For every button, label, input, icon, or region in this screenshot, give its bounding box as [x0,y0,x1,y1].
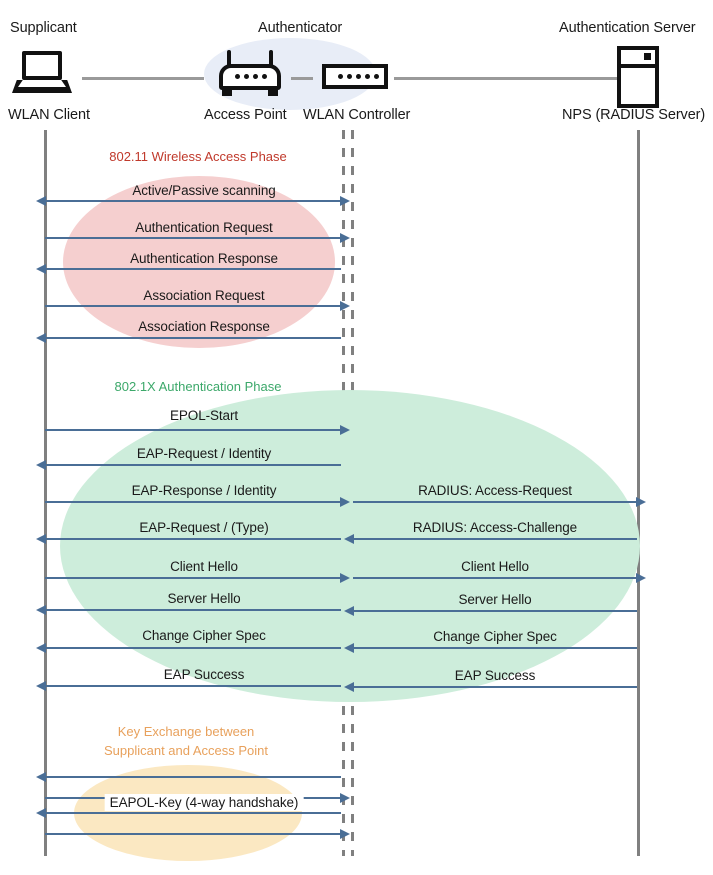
phase-ellipse-80211 [63,176,335,348]
message-arrow-right [45,829,350,839]
phase-ellipse-8021x [60,390,640,702]
message-label: EAP Success [163,667,245,682]
actor-device-wlan-controller: WLAN Controller [303,107,411,123]
actor-role-authentication-server: Authentication Server [559,20,696,36]
message-label: EPOL-Start [169,408,239,423]
message-arrow-left [36,808,341,818]
message-arrow-right [45,573,350,583]
phase-label-8021x: 802.1X Authentication Phase [114,379,282,394]
lifeline-auth-server [637,130,640,856]
phase-label-key-exchange-line1: Key Exchange between [117,724,255,739]
message-label: Authentication Response [130,251,278,266]
message-label: Authentication Request [135,220,273,235]
message-label: Client Hello [170,559,238,574]
lifeline-supplicant [44,130,47,856]
message-arrow-left [344,643,637,653]
message-label: EAP Success [454,668,536,683]
message-label: EAP-Request / (Type) [139,520,269,535]
message-label: Client Hello [461,559,529,574]
message-arrow-left [36,605,341,615]
actor-device-access-point: Access Point [204,107,287,123]
message-arrow-left [36,534,341,544]
message-arrow-right [45,233,350,243]
message-arrow-right [45,425,350,435]
message-arrow-left [36,772,341,782]
message-arrow-right [45,301,350,311]
message-label: Active/Passive scanning [132,183,276,198]
message-arrow-left [36,643,341,653]
message-label: EAP-Response / Identity [131,483,277,498]
message-label: EAP-Request / Identity [136,446,272,461]
message-label: Change Cipher Spec [142,628,266,643]
message-label: Server Hello [167,591,241,606]
message-arrow-left [344,682,637,692]
message-arrow-right [45,497,350,507]
wire-ap-to-controller [291,77,313,80]
message-arrow-left [344,606,637,616]
actor-device-nps-radius-server: NPS (RADIUS Server) [562,107,706,123]
message-label: Association Response [138,319,270,334]
message-arrow-left [36,196,350,206]
wire-controller-to-server [394,77,617,80]
message-label: RADIUS: Access-Challenge [412,520,578,535]
phase-label-80211: 802.11 Wireless Access Phase [109,149,287,164]
message-arrow-left [344,534,637,544]
message-arrow-left [36,264,341,274]
actor-role-authenticator: Authenticator [258,20,343,36]
message-arrow-right [353,497,646,507]
message-label-eapol-key: EAPOL-Key (4-way handshake) [104,794,304,811]
message-label: RADIUS: Access-Request [418,483,572,498]
laptop-icon [12,51,72,96]
message-arrow-left [36,333,341,343]
message-arrow-left [36,460,341,470]
message-label: Association Request [143,288,265,303]
message-arrow-left [36,681,341,691]
message-label: Server Hello [458,592,532,607]
message-arrow-right [353,573,646,583]
actor-device-wlan-client: WLAN Client [8,107,90,123]
phase-label-key-exchange-line2: Supplicant and Access Point [103,743,269,758]
server-rack-icon [617,46,659,108]
actor-role-supplicant: Supplicant [10,20,77,36]
network-switch-icon [322,64,388,89]
wire-client-to-ap [82,77,204,80]
wireless-router-icon [219,50,281,96]
message-label: Change Cipher Spec [433,629,557,644]
